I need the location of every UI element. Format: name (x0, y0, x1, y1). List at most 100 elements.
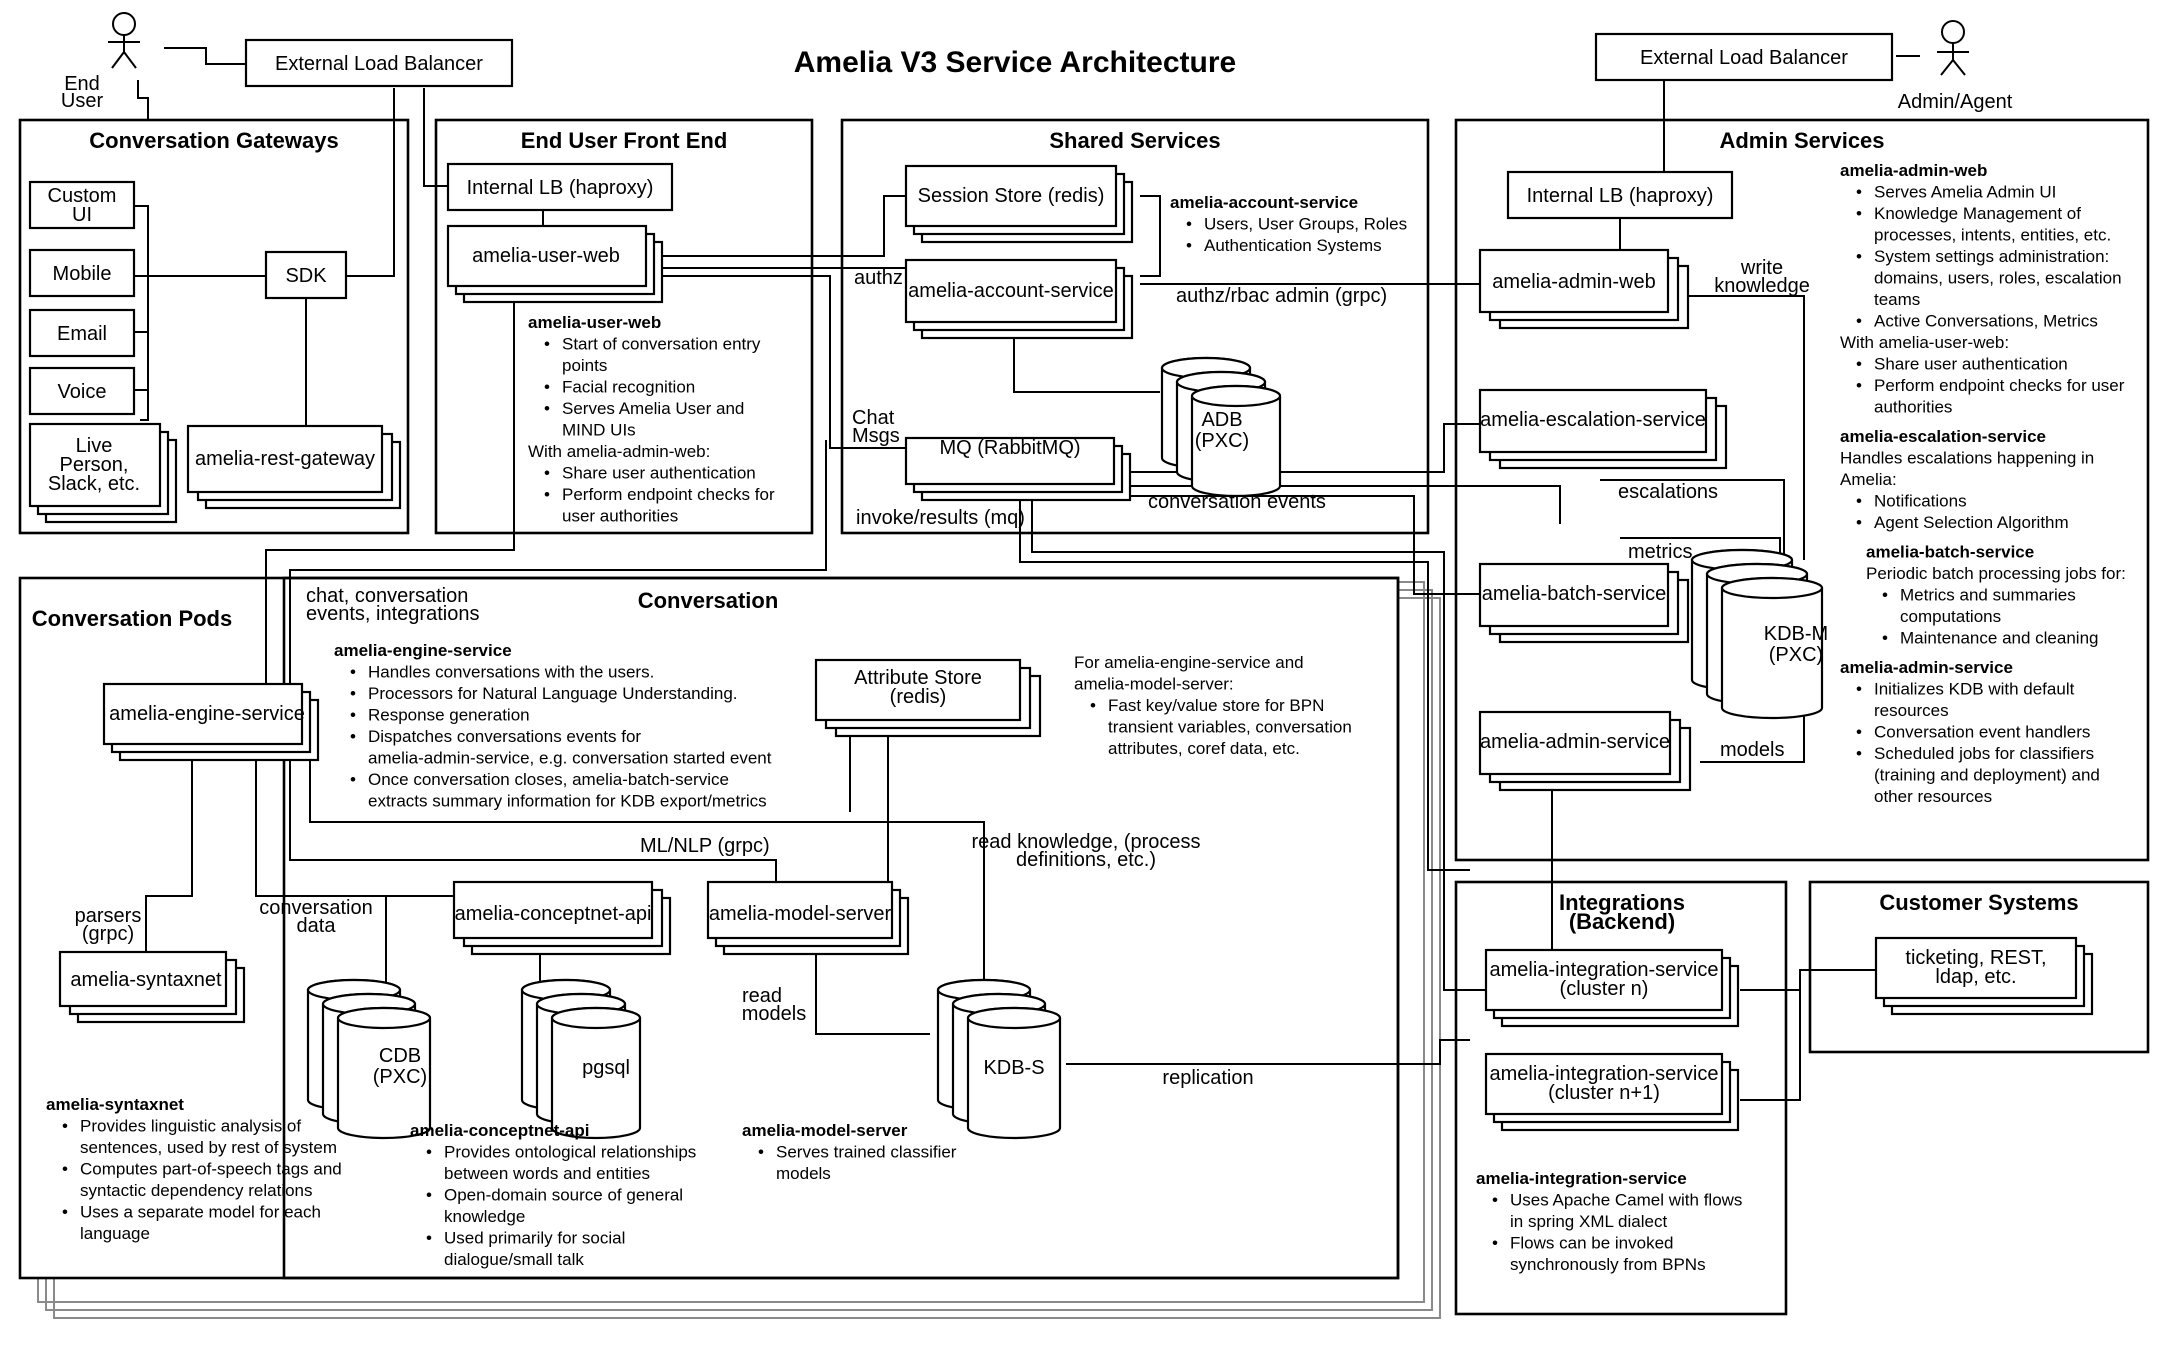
integration-service-n1-box[interactable]: amelia-integration-service (cluster n+1) (1484, 1052, 1740, 1132)
note-line: Perform endpoint checks for user (1874, 376, 2125, 395)
note-line: Facial recognition (562, 378, 695, 397)
chat-conv-label-2: events, integrations (306, 603, 479, 625)
conversation-data-label-2: data (297, 915, 337, 937)
external-load-balancer-right[interactable]: External Load Balancer (1594, 32, 1894, 82)
syntaxnet-box[interactable]: amelia-syntaxnet (58, 950, 246, 1024)
note-line: Initializes KDB with default (1874, 680, 2075, 699)
ml-nlp-label: ML/NLP (grpc) (640, 835, 770, 857)
elb-left-label: External Load Balancer (275, 53, 483, 75)
escalation-service-box[interactable]: amelia-escalation-service (1478, 388, 1728, 470)
bullet-icon: • (1856, 744, 1862, 763)
note-line: Amelia: (1840, 470, 1897, 489)
note-line: syntactic dependency relations (80, 1181, 312, 1200)
attribute-store-label-1: Attribute Store (854, 667, 982, 689)
note-line: Response generation (368, 706, 530, 725)
user-web-box[interactable]: amelia-user-web (446, 224, 664, 304)
database-cylinder-top (550, 1006, 642, 1030)
note-line: Uses Apache Camel with flows (1510, 1191, 1742, 1210)
syntaxnet-notes: amelia-syntaxnet•Provides linguistic ana… (46, 1095, 342, 1243)
adb-database-icon[interactable]: ADB (PXC) (1160, 356, 1282, 498)
note-heading: amelia-batch-service (1866, 543, 2034, 562)
read-knowledge-label-1: read knowledge, (process (971, 831, 1200, 853)
kdbm-database-icon[interactable]: KDB-M (PXC) (1690, 548, 1828, 720)
parsers-label-1: parsers (75, 905, 142, 927)
conceptnet-api-box[interactable]: amelia-conceptnet-api (452, 880, 672, 956)
note-line: Conversation event handlers (1874, 723, 2090, 742)
ticketing-box[interactable]: ticketing, REST, ldap, etc. (1874, 936, 2094, 1016)
note-line: Serves trained classifier (776, 1143, 957, 1162)
note-line: Scheduled jobs for classifiers (1874, 744, 2094, 763)
diagram-title: Amelia V3 Service Architecture (794, 46, 1236, 79)
rest-gateway-label: amelia-rest-gateway (195, 448, 375, 470)
note-line: Processors for Natural Language Understa… (368, 684, 738, 703)
conversation-gateways-group: Conversation Gateways (18, 118, 410, 535)
ticketing-label-2: ldap, etc. (1935, 966, 2016, 988)
note-heading: amelia-escalation-service (1840, 427, 2046, 446)
authz-rbac-label: authz/rbac admin (grpc) (1176, 285, 1387, 307)
escalations-label: escalations (1618, 481, 1718, 503)
end-user-actor-icon (108, 12, 140, 69)
internal-lb-admin-box[interactable]: Internal LB (haproxy) (1506, 170, 1734, 220)
bullet-icon: • (544, 464, 550, 483)
bullet-icon: • (1882, 586, 1888, 605)
custom-ui-box[interactable]: Custom UI (28, 180, 136, 230)
kdbs-label: KDB-S (983, 1057, 1044, 1079)
note-heading: amelia-admin-service (1840, 658, 2013, 677)
note-line: Maintenance and cleaning (1900, 629, 2098, 648)
live-person-box[interactable]: Live Person, Slack, etc. (28, 422, 178, 524)
admin-web-box[interactable]: amelia-admin-web (1478, 248, 1690, 330)
internal-lb-front-box[interactable]: Internal LB (haproxy) (446, 162, 674, 212)
customer-systems-title: Customer Systems (1879, 890, 2078, 915)
note-line: System settings administration: (1874, 247, 2109, 266)
note-heading: amelia-account-service (1170, 193, 1358, 212)
note-line: Once conversation closes, amelia-batch-s… (368, 770, 729, 789)
mobile-box[interactable]: Mobile (28, 248, 136, 298)
admin-service-box[interactable]: amelia-admin-service (1478, 710, 1692, 792)
session-store-box[interactable]: Session Store (redis) (904, 164, 1134, 244)
note-line: points (562, 356, 607, 375)
mq-box[interactable]: MQ (RabbitMQ) (904, 436, 1132, 502)
batch-service-box[interactable]: amelia-batch-service (1478, 562, 1690, 644)
note-line: language (80, 1224, 150, 1243)
chat-msgs-label-1: Chat (852, 407, 895, 429)
note-line: Active Conversations, Metrics (1874, 312, 2098, 331)
note-line: between words and entities (444, 1164, 650, 1183)
parsers-label-2: (grpc) (82, 923, 134, 945)
note-line: attributes, coref data, etc. (1108, 739, 1300, 758)
shared-services-group: Shared Services (840, 118, 1430, 535)
model-server-label: amelia-model-server (709, 903, 892, 925)
bullet-icon: • (350, 684, 356, 703)
engine-service-label: amelia-engine-service (109, 703, 305, 725)
integration-service-n-box[interactable]: amelia-integration-service (cluster n) (1484, 948, 1740, 1028)
note-line: in spring XML dialect (1510, 1212, 1667, 1231)
model-server-box[interactable]: amelia-model-server (706, 880, 910, 956)
cdb-database-icon[interactable]: CDB (PXC) (306, 978, 432, 1140)
note-line: Fast key/value store for BPN (1108, 696, 1324, 715)
bullet-icon: • (1856, 247, 1862, 266)
account-service-box[interactable]: amelia-account-service (904, 258, 1134, 340)
attribute-store-box[interactable]: Attribute Store (redis) (814, 658, 1042, 738)
bullet-icon: • (62, 1160, 68, 1179)
email-box[interactable]: Email (28, 308, 136, 358)
database-cylinder-top (966, 1006, 1062, 1030)
rest-gateway-box[interactable]: amelia-rest-gateway (186, 424, 402, 510)
note-line: user authorities (562, 507, 678, 526)
voice-box[interactable]: Voice (28, 366, 136, 416)
chat-conv-label-1: chat, conversation (306, 585, 468, 607)
bullet-icon: • (1856, 204, 1862, 223)
note-line: models (776, 1164, 831, 1183)
external-load-balancer-left[interactable]: External Load Balancer (244, 38, 514, 88)
live-person-label-3: Slack, etc. (48, 473, 140, 495)
admin-services-title: Admin Services (1719, 128, 1884, 153)
bullet-icon: • (426, 1143, 432, 1162)
engine-service-box[interactable]: amelia-engine-service (102, 682, 320, 762)
kdbs-database-icon[interactable]: KDB-S (936, 978, 1062, 1140)
custom-ui-label-2: UI (72, 204, 92, 226)
sdk-label: SDK (285, 265, 327, 287)
replication-label: replication (1162, 1067, 1253, 1089)
pgsql-database-icon[interactable]: pgsql (520, 978, 642, 1140)
sdk-box[interactable]: SDK (264, 250, 348, 300)
integrations-title-1: Integrations (1559, 890, 1685, 915)
note-line: Flows can be invoked (1510, 1234, 1673, 1253)
note-line: synchronously from BPNs (1510, 1255, 1706, 1274)
